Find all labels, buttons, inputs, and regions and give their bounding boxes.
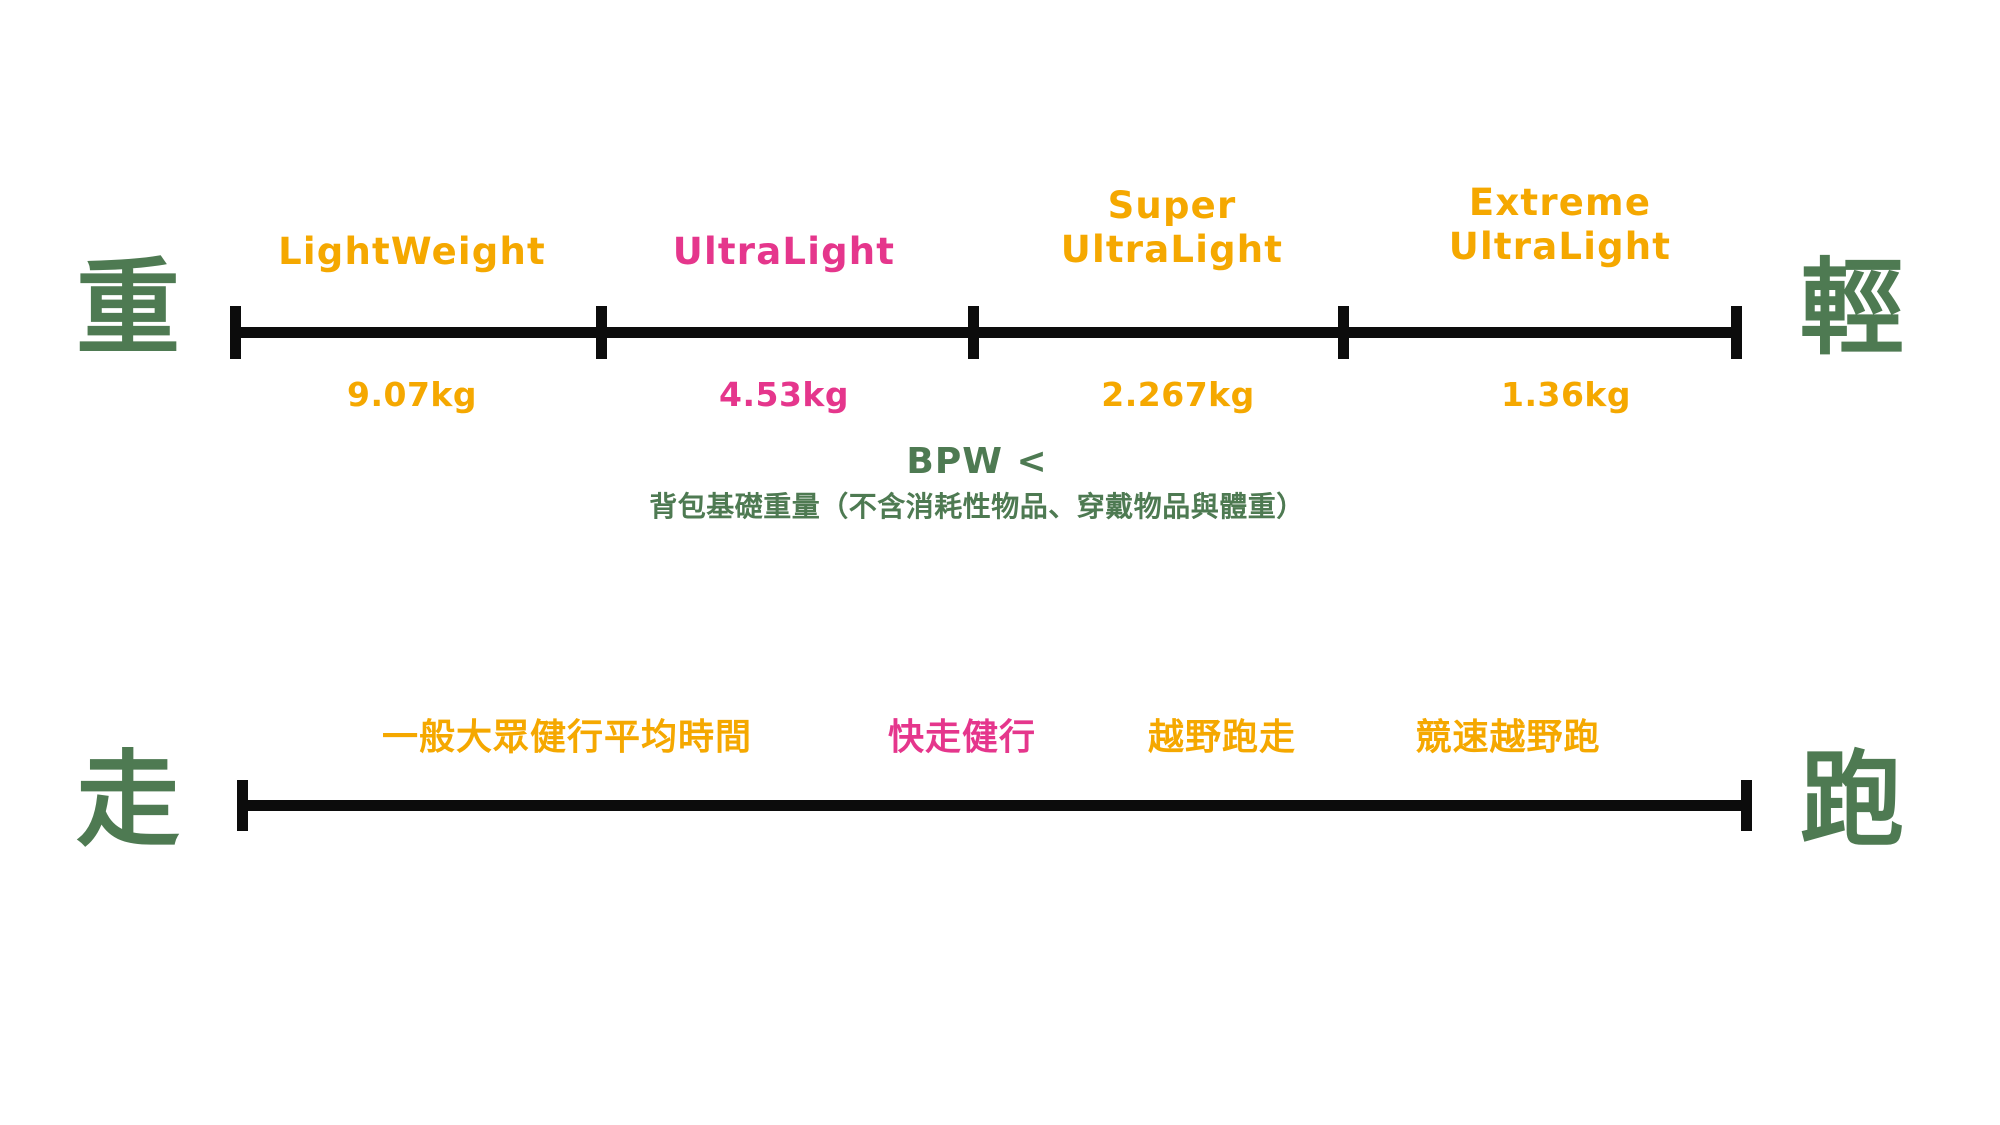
pace-category-3: 越野跑走 <box>1147 717 1297 758</box>
weight-category-super-ultralight-line1: Super <box>1107 184 1237 227</box>
weight-value-1: 9.07kg <box>347 375 477 414</box>
weight-axis-line <box>230 327 1742 338</box>
weight-scale-left-label: 重 <box>76 247 181 369</box>
weight-category-ultralight-line1: UltraLight <box>672 230 896 273</box>
pace-category-1: 一般大眾健行平均時間 <box>381 717 753 758</box>
weight-axis-tick-1 <box>596 306 607 359</box>
weight-category-extreme-ultralight-line2: UltraLight <box>1448 224 1672 268</box>
weight-category-lightweight-line1: LightWeight <box>278 230 546 273</box>
weight-value-3: 2.267kg <box>1101 375 1255 414</box>
pace-category-4: 競速越野跑 <box>1415 717 1601 758</box>
weight-category-super-ultralight-line2: UltraLight <box>1060 227 1284 271</box>
bpw-caption-subtitle: 背包基礎重量（不含消耗性物品、穿戴物品與體重） <box>649 490 1305 523</box>
weight-category-lightweight: LightWeight <box>278 230 546 274</box>
weight-category-super-ultralight: Super UltraLight <box>1061 184 1283 271</box>
weight-axis-tick-start <box>230 306 241 359</box>
pace-axis-tick-end <box>1741 780 1752 831</box>
weight-axis-tick-end <box>1731 306 1742 359</box>
weight-value-2: 4.53kg <box>719 375 849 414</box>
pace-axis-tick-start <box>237 780 248 831</box>
pace-scale-right-label: 跑 <box>1800 739 1905 861</box>
pace-category-2: 快走健行 <box>887 717 1037 758</box>
weight-value-4: 1.36kg <box>1501 375 1631 414</box>
weight-category-ultralight: UltraLight <box>673 230 895 274</box>
weight-scale-right-label: 輕 <box>1800 247 1905 369</box>
pace-axis-line <box>237 800 1752 811</box>
weight-category-extreme-ultralight: Extreme UltraLight <box>1449 181 1671 268</box>
weight-axis-tick-3 <box>1338 306 1349 359</box>
pace-scale-left-label: 走 <box>76 739 181 861</box>
bpw-caption-title: BPW < <box>906 441 1048 482</box>
weight-axis-tick-2 <box>968 306 979 359</box>
weight-category-extreme-ultralight-line1: Extreme <box>1468 181 1652 224</box>
